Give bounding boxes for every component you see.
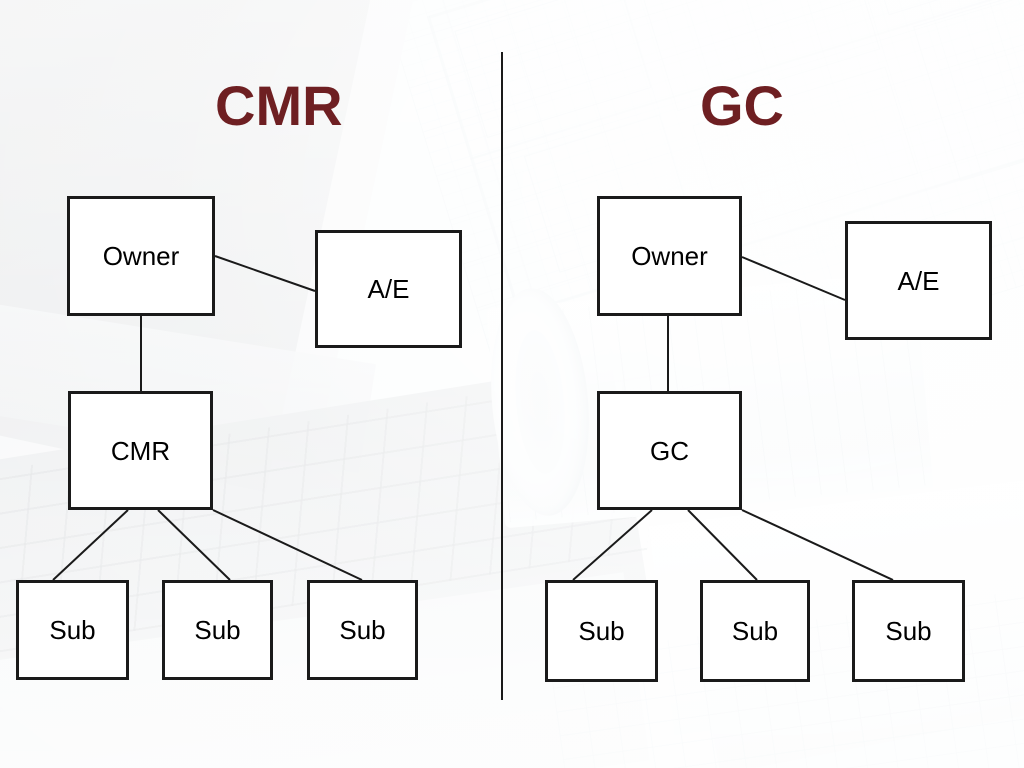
right-chart-title: GC [700, 74, 784, 137]
left-node-cmr[interactable]: CMR [68, 391, 213, 510]
left-node-sub-1[interactable]: Sub [16, 580, 129, 680]
right-link-gc-to-sub3 [741, 509, 894, 581]
right-node-gc[interactable]: GC [597, 391, 742, 510]
right-node-sub-3[interactable]: Sub [852, 580, 965, 682]
left-node-owner[interactable]: Owner [67, 196, 215, 316]
vertical-divider [496, 48, 510, 704]
left-chart-title: CMR [215, 74, 343, 137]
right-node-sub-2[interactable]: Sub [700, 580, 810, 682]
left-link-cmr-to-sub2 [157, 509, 231, 581]
right-link-gc-to-sub1 [572, 509, 653, 581]
right-node-ae[interactable]: A/E [845, 221, 992, 340]
right-link-gc-to-sub2 [687, 509, 758, 581]
right-node-owner[interactable]: Owner [597, 196, 742, 316]
right-link-owner-to-ae [741, 256, 846, 301]
left-link-cmr-to-sub1 [52, 509, 129, 581]
left-node-sub-2[interactable]: Sub [162, 580, 273, 680]
left-link-cmr-to-sub3 [212, 509, 363, 581]
right-node-sub-1[interactable]: Sub [545, 580, 658, 682]
left-node-sub-3[interactable]: Sub [307, 580, 418, 680]
left-node-ae[interactable]: A/E [315, 230, 462, 348]
left-link-owner-to-ae [214, 255, 316, 292]
